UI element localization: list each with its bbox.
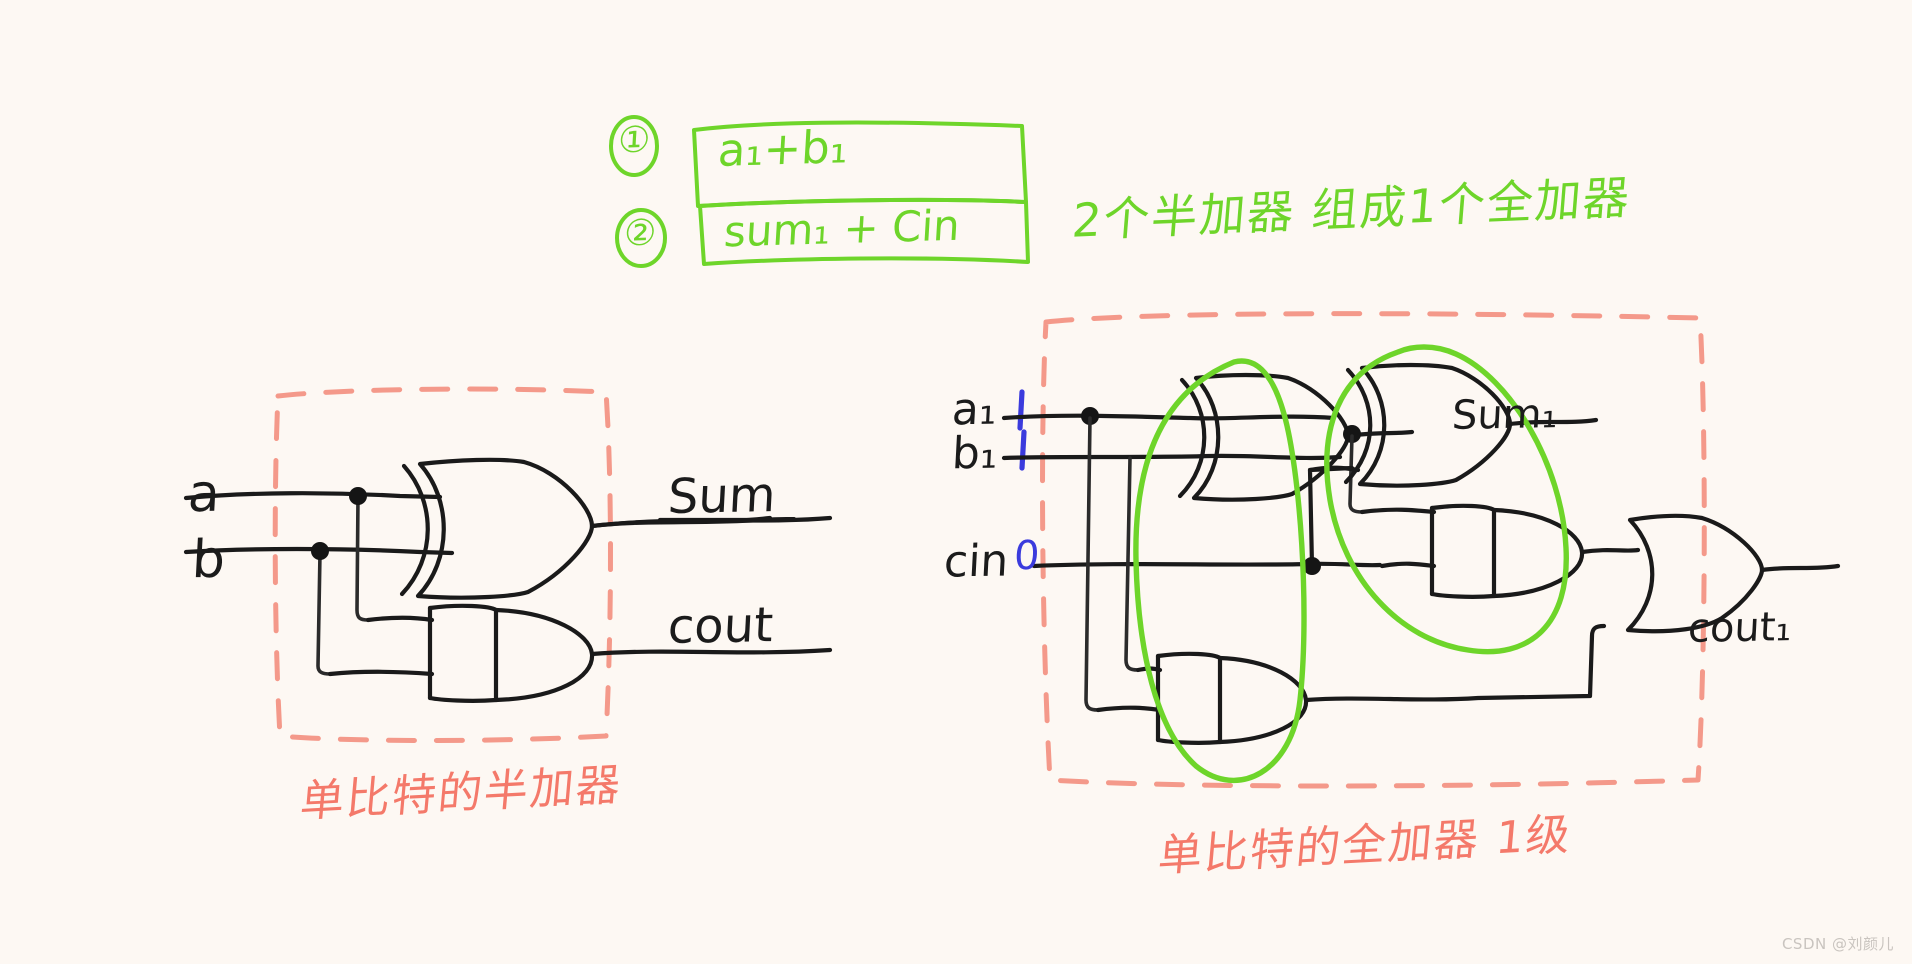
half-adder-input-label-b: b: [190, 529, 227, 591]
half-adder-sum-wire: [589, 515, 833, 529]
full-adder-output-label-sum1: Sum₁: [1450, 391, 1559, 439]
full-adder-input-label-cin: cin: [942, 535, 1010, 588]
full-adder-and2-out-wire: [1579, 547, 1641, 555]
half-adder-tap-a: [355, 495, 370, 622]
note-marker-1-circle: [609, 115, 659, 177]
half-adder-input-wire-b: [183, 546, 455, 556]
full-adder-cout1-wire: [1759, 563, 1841, 573]
full-adder-tap-a1: [1084, 416, 1100, 712]
half-adder-2-outline: [1324, 344, 1569, 655]
half-adder-output-label-cout: cout: [666, 597, 775, 655]
half-adder-output-label-sum: Sum: [666, 467, 778, 525]
note-box-2: [698, 197, 1030, 266]
half-adder-1-outline: [1133, 358, 1307, 784]
note-expression-2: sum₁ + Cin: [722, 200, 962, 257]
full-adder-xor1-tap-down: [1348, 434, 1364, 514]
full-adder-xor2-input-wire: [1307, 465, 1361, 569]
note-marker-2: ②: [622, 212, 658, 255]
full-adder-input-label-a1: a₁: [950, 383, 998, 436]
full-adder-output-label-cout1: cout₁: [1686, 604, 1793, 652]
full-adder-input-label-b1: b₁: [950, 427, 999, 480]
full-adder-xor-gate-1: [1177, 372, 1351, 502]
full-adder-and-gate-2: [1359, 503, 1585, 599]
junction-dot: [1303, 557, 1321, 575]
note-marker-2-circle: [615, 208, 667, 268]
full-adder-sum1-wire: [1507, 417, 1599, 427]
half-adder-xor-gate: [399, 457, 595, 600]
note-marker-1: ①: [616, 119, 652, 162]
half-adder-cout-wire: [589, 647, 833, 657]
half-adder-and-gate: [427, 603, 595, 703]
watermark: CSDN @刘颜儿: [1781, 935, 1894, 953]
full-adder-or-gate: [1625, 513, 1765, 634]
half-adder-tap-b: [316, 551, 332, 676]
full-adder-dashed-boundary: [1040, 311, 1707, 789]
half-adder-input-wire-a: [183, 491, 443, 501]
full-adder-value-tick-b: [1019, 429, 1027, 471]
junction-dot: [1343, 425, 1361, 443]
junction-dot: [1081, 407, 1099, 425]
half-adder-input-label-a: a: [186, 463, 222, 525]
half-adder-and-inputs: [327, 615, 435, 677]
full-adder-input-value-cin: 0: [1012, 532, 1041, 580]
full-adder-tap-b1: [1124, 456, 1140, 672]
junction-dot: [349, 487, 367, 505]
full-adder-input-wire-b1: [1001, 453, 1343, 461]
full-adder-input-wire-cin: [1031, 561, 1383, 569]
full-adder-value-tick-a: [1017, 389, 1025, 431]
half-adder-dashed-boundary: [272, 386, 613, 743]
full-adder-and1-out-wire: [1303, 623, 1607, 703]
junction-dot: [311, 542, 329, 560]
note-expression-1: a₁+b₁: [716, 120, 850, 177]
